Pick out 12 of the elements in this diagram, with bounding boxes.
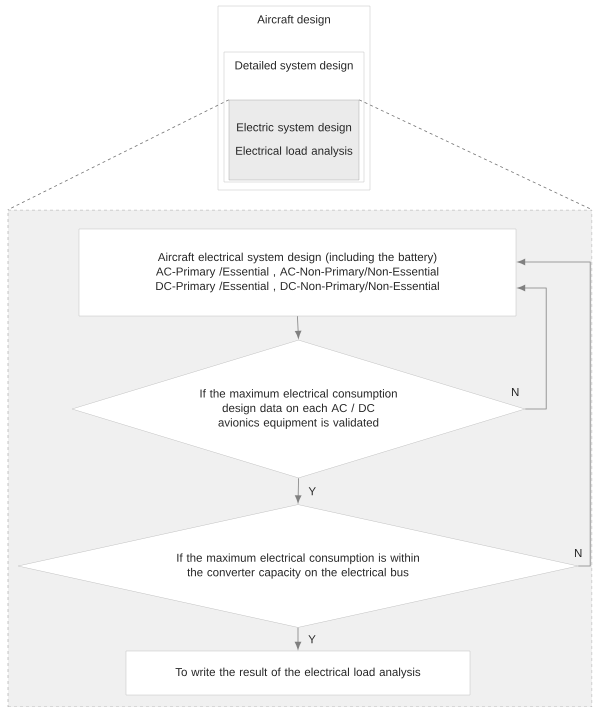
zoom-line [358, 99, 593, 210]
arrow [294, 627, 302, 650]
arrow [294, 316, 302, 339]
arrow [294, 478, 302, 504]
process-box: Electric system design Electrical load analysis [228, 100, 360, 180]
zoom-line [7, 99, 230, 210]
process-box: To write the result of the electrical load analysis [126, 650, 470, 696]
edge-label: Y [307, 634, 317, 644]
arrow [517, 258, 591, 566]
arrow [517, 284, 547, 410]
edge-label: N [510, 387, 520, 397]
process-box: Aircraft electrical system design (including the battery) AC-Primary /Essential , AC-Non-Primary/Non-Essential DC-Primary /Essential , DC-Non-Primary/Non-Essential [78, 228, 516, 316]
